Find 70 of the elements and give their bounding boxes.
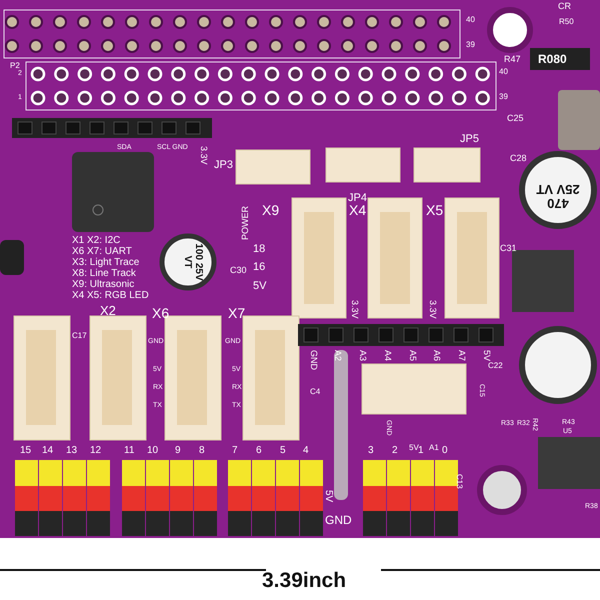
silkscreen-label: X6 X7: UART xyxy=(72,247,132,257)
silkscreen-label: 14 xyxy=(42,446,54,456)
silkscreen-label: X3: Light Trace xyxy=(72,258,140,268)
silkscreen-label: X9 xyxy=(262,203,280,217)
silkscreen-label: 0 xyxy=(442,446,448,456)
silkscreen-label: 3.3V xyxy=(199,146,208,165)
silkscreen-label: 12 xyxy=(90,446,102,456)
silkscreen-label: 39 xyxy=(466,41,475,49)
silkscreen-label: 7 xyxy=(232,446,238,456)
silkscreen-label: 15 xyxy=(20,446,32,456)
silkscreen-label: 3.3V xyxy=(350,300,359,319)
silkscreen-label: P2 xyxy=(10,62,20,70)
silkscreen-label: POWER xyxy=(241,206,250,240)
silkscreen-label: 5V xyxy=(482,350,491,362)
silkscreen-label: A3 xyxy=(358,350,367,362)
silkscreen-label: X1 X2: I2C xyxy=(72,236,120,246)
silkscreen-label: C13 xyxy=(455,474,463,489)
component-marking: R080 xyxy=(538,53,567,65)
silkscreen-label: 3 xyxy=(368,446,374,456)
silkscreen-label: C31 xyxy=(500,244,517,253)
silkscreen-label: 39 xyxy=(499,93,508,101)
silkscreen-label: 5V xyxy=(323,490,333,502)
silkscreen-label: 18 xyxy=(253,244,266,255)
silkscreen-label: 16 xyxy=(253,262,266,273)
silkscreen-label: 5V xyxy=(253,281,266,292)
silkscreen-label: X2 xyxy=(100,304,116,317)
silkscreen-label: JP4 xyxy=(348,193,367,204)
silkscreen-label: 4 xyxy=(303,446,309,456)
silkscreen-label: A4 xyxy=(383,350,392,362)
silkscreen-label: C28 xyxy=(510,154,527,163)
silkscreen-label: A1 xyxy=(429,444,439,452)
silkscreen-label: R50 xyxy=(559,18,574,26)
component-marking: 470 25V VT xyxy=(536,182,580,210)
silkscreen-label: A7 xyxy=(457,350,466,362)
silkscreen-label: 6 xyxy=(256,446,262,456)
silkscreen-label: 5V xyxy=(409,444,419,452)
component-marking: 100 25V VT xyxy=(182,242,203,282)
silkscreen-label: C30 xyxy=(230,266,247,275)
silkscreen-label: X5 xyxy=(426,203,444,217)
silkscreen-label: JP3 xyxy=(214,160,233,171)
silkscreen-label: A5 xyxy=(408,350,417,362)
silkscreen-label: A6 xyxy=(432,350,441,362)
silkscreen-label: 40 xyxy=(499,68,508,76)
silkscreen-label: C17 xyxy=(72,332,87,340)
silkscreen-label: 5 xyxy=(280,446,286,456)
silkscreen-label: 10 xyxy=(147,446,158,456)
silkscreen-label: R47 xyxy=(504,55,521,64)
silkscreen-label: X9: Ultrasonic xyxy=(72,280,134,290)
silkscreen-label: X7 xyxy=(228,306,246,320)
silkscreen-label: C25 xyxy=(507,114,524,123)
silkscreen-label: 2 xyxy=(392,446,398,456)
silkscreen-label: 3.3V xyxy=(428,300,437,319)
silkscreen-label: C22 xyxy=(488,362,503,370)
silkscreen-label: X8: Line Track xyxy=(72,269,136,279)
silkscreen-label: C4 xyxy=(310,388,320,396)
silkscreen-label: 40 xyxy=(466,16,475,24)
silkscreen-label: X4 X5: RGB LED xyxy=(72,291,149,301)
silkscreen-label: 13 xyxy=(66,446,78,456)
silkscreen-label: 8 xyxy=(199,446,205,456)
silkscreen-label: X6 xyxy=(152,306,170,320)
silkscreen-label: 1 xyxy=(418,446,424,456)
silkscreen-label: 9 xyxy=(175,446,181,456)
silkscreen-label: GND xyxy=(309,350,318,370)
silkscreen-label: A2 xyxy=(333,350,342,362)
silkscreen-label: 11 xyxy=(124,446,134,456)
dimension-label: 3.39inch xyxy=(262,570,346,591)
silkscreen-label: GND xyxy=(325,514,352,526)
silkscreen-label: X4 xyxy=(349,203,366,217)
silkscreen-label: JP5 xyxy=(460,134,479,145)
silkscreen-label: CR xyxy=(558,2,571,11)
